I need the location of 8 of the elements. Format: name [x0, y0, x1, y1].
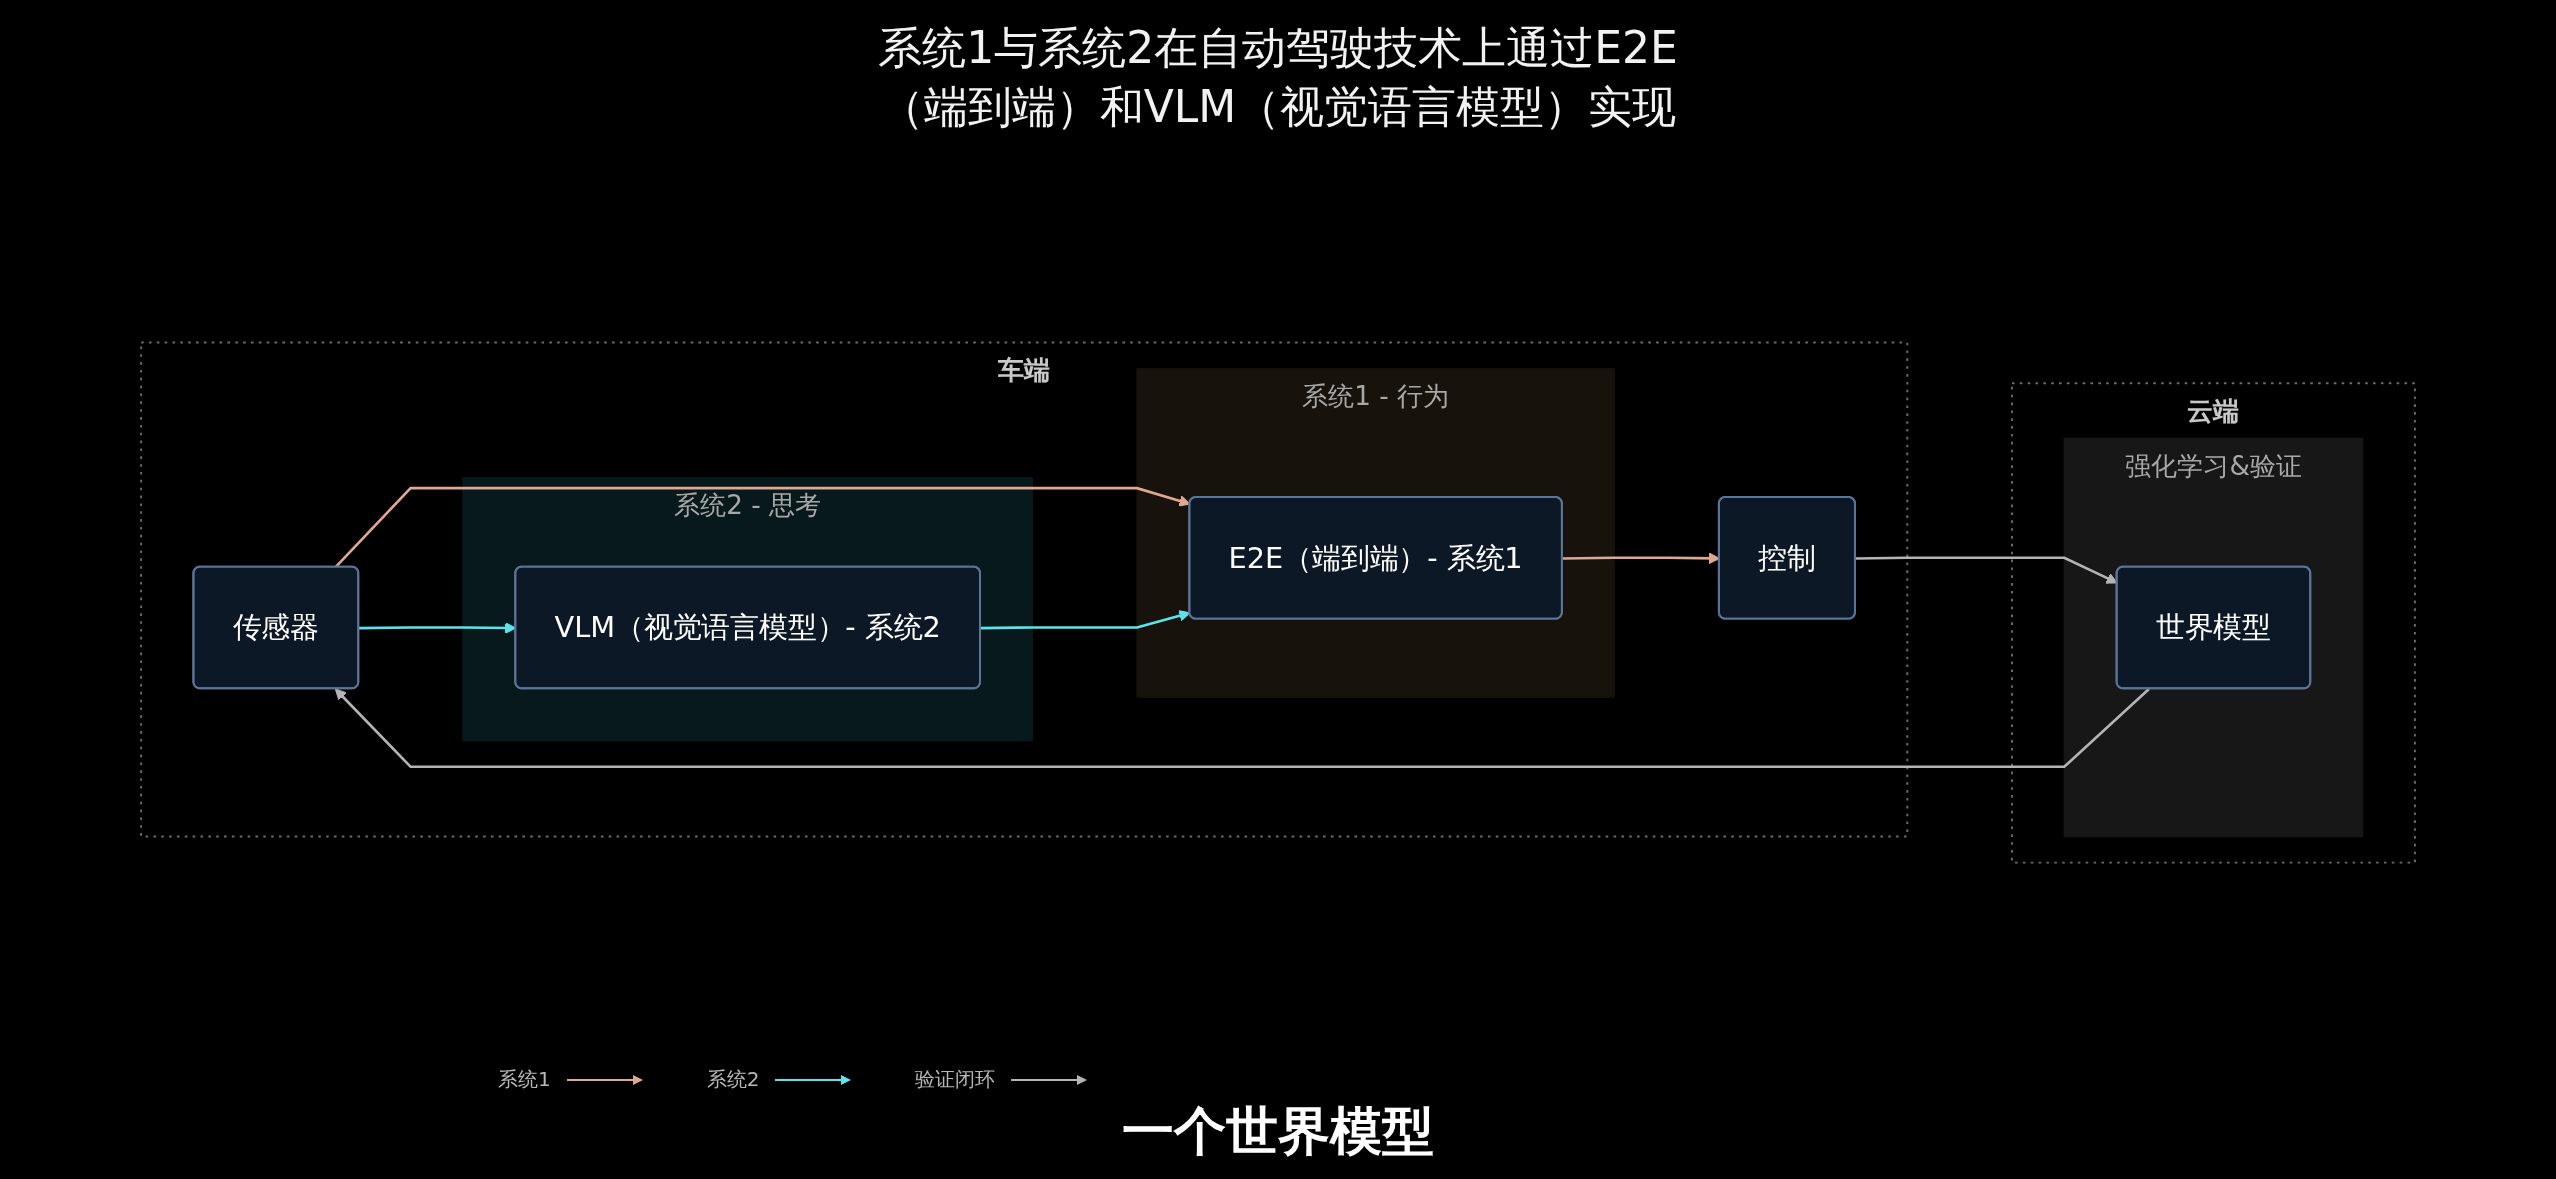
legend-label: 系统2 [706, 1066, 760, 1093]
arrow [334, 687, 2150, 768]
arrow [334, 486, 1191, 568]
title: 系统1与系统2在自动驾驶技术上通过E2E（端到端）和VLM（视觉语言模型）实现 [877, 21, 1679, 135]
legend-label: 系统1 [498, 1066, 551, 1093]
legend-label: 验证闭环 [915, 1066, 996, 1093]
caption: 一个世界模型 [1122, 1100, 1434, 1163]
arrow [980, 609, 1191, 630]
